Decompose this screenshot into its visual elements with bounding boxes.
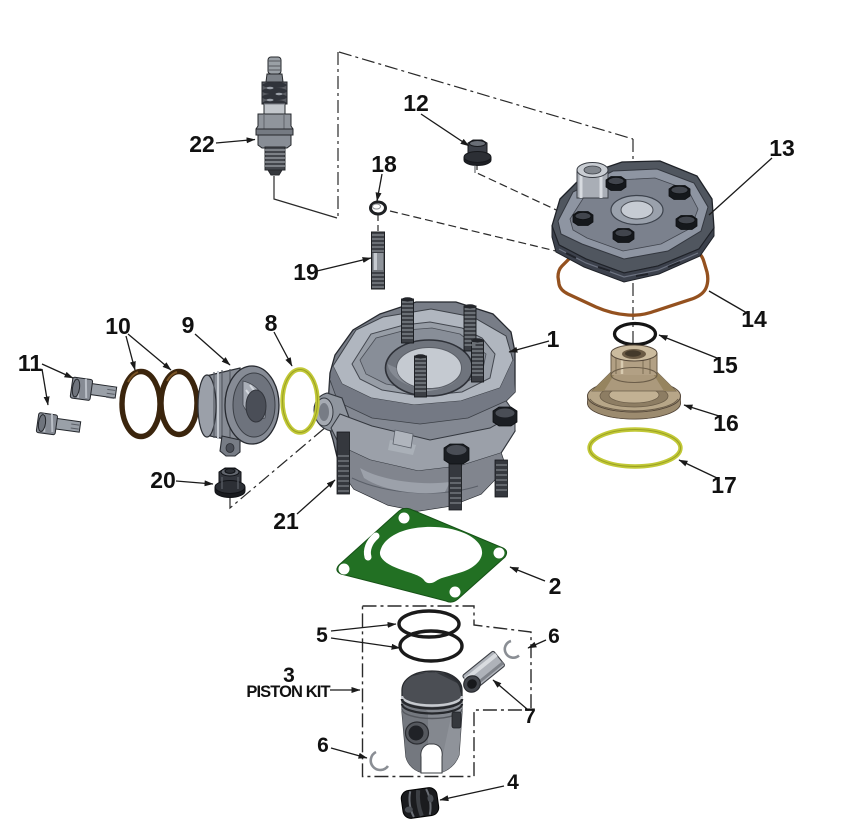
svg-text:20: 20	[150, 467, 176, 493]
svg-text:18: 18	[371, 151, 397, 177]
svg-text:1: 1	[547, 326, 560, 352]
svg-text:17: 17	[711, 472, 737, 498]
svg-text:12: 12	[403, 90, 429, 116]
svg-text:9: 9	[182, 312, 195, 338]
svg-text:10: 10	[105, 313, 131, 339]
svg-text:6: 6	[548, 625, 560, 648]
svg-text:19: 19	[293, 259, 319, 285]
svg-text:13: 13	[769, 135, 795, 161]
svg-text:21: 21	[273, 508, 299, 534]
svg-text:16: 16	[713, 410, 739, 436]
svg-text:PISTON KIT: PISTON KIT	[246, 683, 330, 701]
svg-text:14: 14	[741, 306, 767, 332]
svg-text:2: 2	[549, 573, 562, 599]
svg-text:3: 3	[283, 664, 295, 687]
svg-text:8: 8	[265, 310, 278, 336]
svg-text:11: 11	[18, 350, 43, 376]
svg-text:4: 4	[507, 771, 519, 794]
svg-text:22: 22	[189, 131, 215, 157]
svg-text:6: 6	[317, 734, 329, 757]
svg-text:15: 15	[712, 352, 738, 378]
svg-text:5: 5	[316, 624, 328, 647]
svg-text:7: 7	[524, 705, 536, 728]
